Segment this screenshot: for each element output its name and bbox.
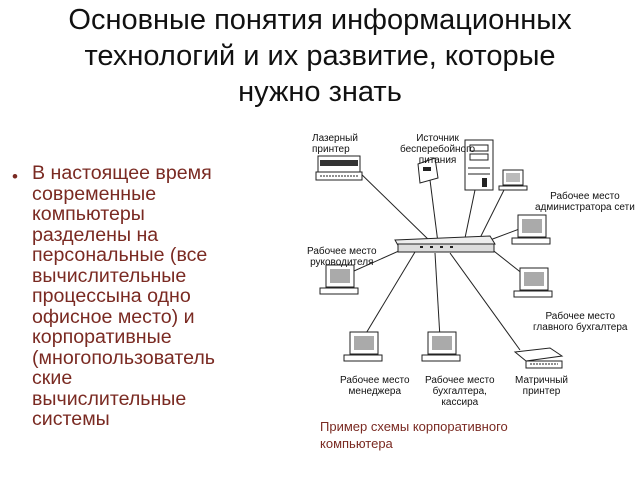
bullet-item: • В настоящее время современные компьюте… [8, 163, 270, 430]
title-line: Основные понятия информационных [68, 4, 572, 36]
laser-printer-label: Лазерный принтер [312, 133, 358, 155]
computer-icon [498, 169, 528, 191]
bullet-line: компьютеры [32, 203, 145, 225]
label-line: Рабочее место [425, 375, 495, 386]
laser-printer-icon [315, 155, 363, 181]
network-hub-icon [394, 235, 496, 253]
bullet-line: вычислительные [32, 387, 187, 410]
bullet-line: процессына одно [32, 285, 191, 307]
label-line: питания [418, 155, 457, 166]
label-line: бухгалтера, [432, 386, 487, 397]
bullet-line: современные [32, 182, 157, 205]
label-line: главного бухгалтера [533, 322, 628, 333]
matrix-printer-icon [513, 347, 564, 369]
bullet-line: офисное место) и [32, 305, 195, 328]
title-line: технологий и их развитие, которые [84, 40, 556, 72]
bullet-line: корпоративные [32, 326, 172, 348]
accountant-workstation-label: Рабочее место бухгалтера, кассира [425, 375, 495, 408]
manager-workstation-label: Рабочее место руководителя [307, 246, 377, 268]
network-diagram [315, 139, 564, 369]
label-line: кассира [441, 397, 479, 408]
bullet-dot-icon: • [12, 167, 18, 186]
bullet-line: ские [32, 367, 73, 389]
label-line: Лазерный [312, 133, 358, 144]
bullet-line: системы [32, 408, 110, 430]
label-line: Матричный [515, 375, 569, 386]
server-icon [464, 139, 494, 191]
label-line: Рабочее место [340, 375, 410, 386]
label-line: принтер [312, 144, 350, 155]
label-line: Рабочее место [307, 246, 377, 257]
diagram-caption: Пример схемы корпоративного компьютера [320, 418, 580, 452]
chief-accountant-workstation-icon [513, 267, 553, 298]
title-line: нужно знать [238, 76, 402, 108]
bullet-text: В настоящее время современные компьютеры… [32, 163, 270, 430]
label-line: Рабочее место [545, 311, 616, 322]
bullet-line: вычислительные [32, 264, 187, 287]
matrix-printer-label: Матричный принтер [515, 375, 568, 397]
ups-icon [417, 157, 439, 184]
slide-title: Основные понятия информационных технолог… [0, 2, 640, 110]
caption-line: Пример схемы корпоративного [320, 419, 508, 434]
bullet-line: В настоящее время [32, 162, 212, 184]
admin-workstation-label: Рабочее место администратора сети [535, 191, 635, 213]
bullet-line: разделены на [32, 223, 159, 246]
label-line: Рабочее место [550, 191, 620, 202]
bullet-line: персональные (все [32, 244, 208, 266]
label-line: бесперебойного [400, 144, 476, 155]
caption-line: компьютера [320, 436, 393, 451]
admin-workstation-icon [511, 214, 551, 245]
ups-label: Источник бесперебойного питания [400, 133, 475, 166]
chief-accountant-workstation-label: Рабочее место главного бухгалтера [533, 311, 627, 333]
accountant-workstation-icon [421, 331, 461, 362]
manager-workstation-icon [319, 264, 359, 295]
bullet-line: (многопользователь [32, 346, 216, 369]
label-line: руководителя [310, 257, 374, 268]
label-line: менеджера [348, 386, 402, 397]
label-line: Источник [416, 133, 459, 144]
sales-manager-workstation-icon [343, 331, 383, 362]
label-line: принтер [522, 386, 561, 397]
label-line: администратора сети [535, 202, 635, 213]
sales-manager-workstation-label: Рабочее место менеджера [340, 375, 410, 397]
